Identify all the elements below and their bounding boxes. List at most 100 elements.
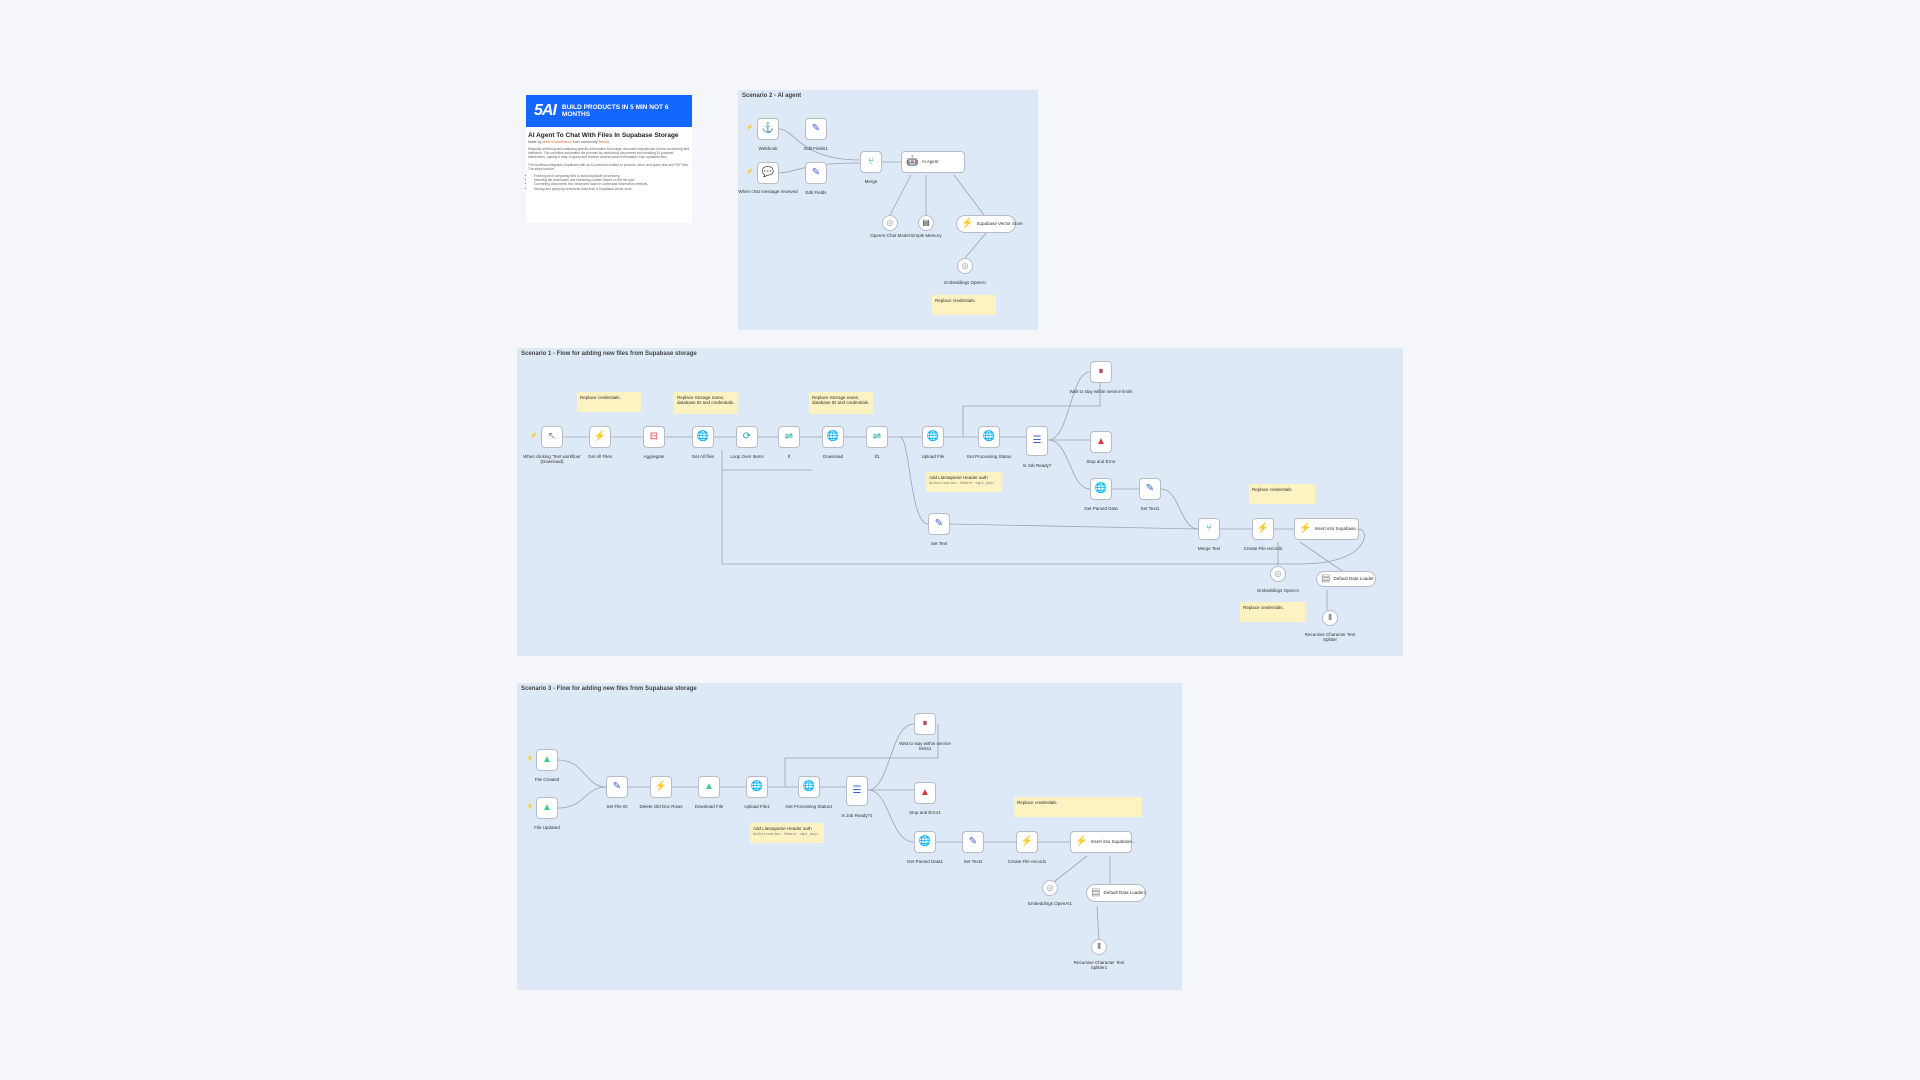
recursive-splitter-node[interactable]: ⫴ bbox=[1322, 610, 1338, 626]
get-parsed-data1-node[interactable]: 🌐 bbox=[914, 831, 936, 853]
scenario-2-frame[interactable]: Scenario 2 - AI agent bbox=[738, 90, 1038, 330]
set-file-id-node[interactable]: ✎ bbox=[606, 776, 628, 798]
sticky-note[interactable]: Replace credentials. bbox=[1014, 797, 1142, 817]
info-bullets: Fetching and comparing files to avoid du… bbox=[534, 174, 690, 191]
upload-file1-node[interactable]: 🌐 bbox=[746, 776, 768, 798]
edit-fields1-node[interactable]: ✎ bbox=[805, 118, 827, 140]
simple-memory-node[interactable]: ▤ bbox=[918, 215, 934, 231]
scenario-3-title: Scenario 3 - Flow for adding new files f… bbox=[521, 686, 697, 692]
merge-text-node[interactable]: ⑂ bbox=[1198, 518, 1220, 540]
info-paragraph-2: The workflow integrates Supabase with an… bbox=[528, 162, 689, 171]
chat-trigger-node[interactable]: 💬 bbox=[757, 162, 779, 184]
sticky-note[interactable]: Replace credentials. bbox=[1240, 602, 1306, 622]
author-link[interactable]: Mark Shcherbakov bbox=[542, 140, 572, 144]
wait-node[interactable]: ⏸ bbox=[1090, 361, 1112, 383]
delete-old-doc-rows-node[interactable]: ⚡ bbox=[650, 776, 672, 798]
recursive-splitter-label: Recursive Character Text Splitter bbox=[1304, 632, 1356, 642]
download-node[interactable]: 🌐 bbox=[822, 426, 844, 448]
create-file-record-node[interactable]: ⚡ bbox=[1252, 518, 1274, 540]
insert-supabase-label: Insert into Supabase... bbox=[1314, 525, 1360, 531]
globe-icon: 🌐 bbox=[750, 781, 764, 792]
file-updated-node[interactable]: ▲ bbox=[536, 797, 558, 819]
download-label: Download bbox=[822, 454, 843, 459]
insert-supabase1-label: Insert into Supabase... bbox=[1090, 838, 1136, 844]
sticky-note[interactable]: Replace credentials. bbox=[1249, 484, 1315, 504]
sticky-note[interactable]: Replace credentials. bbox=[932, 295, 996, 315]
loop-icon: ⟳ bbox=[742, 431, 752, 442]
wait1-node[interactable]: ⏸ bbox=[914, 713, 936, 735]
get-all-files-http-node[interactable]: 🌐 bbox=[692, 426, 714, 448]
loop-over-items-node[interactable]: ⟳ bbox=[736, 426, 758, 448]
default-data-loader1-label: Default Data Loader1 bbox=[1103, 889, 1147, 895]
webhook-icon: ⚓ bbox=[761, 123, 775, 134]
embeddings-openai-node[interactable]: ◎ bbox=[1270, 566, 1286, 582]
embeddings-openai1-node[interactable]: ◎ bbox=[1042, 880, 1058, 896]
supabase-vector-store-node[interactable]: ⚡Supabase Vector Store bbox=[956, 215, 1023, 233]
embeddings-openai-label: Embeddings OpenAI bbox=[944, 280, 986, 285]
get-all-files-node[interactable]: ⚡ bbox=[589, 426, 611, 448]
delete-old-doc-rows-label: Delete Old Doc Rows bbox=[639, 804, 683, 809]
set-text2-label: Set Text2 bbox=[963, 859, 983, 864]
insert-supabase-node[interactable]: ⚡Insert into Supabase... bbox=[1294, 518, 1359, 540]
aggregate-node[interactable]: ⊟ bbox=[643, 426, 665, 448]
ai-agent-node[interactable]: 🤖AI Agent bbox=[901, 151, 965, 173]
openai-icon: ◎ bbox=[886, 218, 894, 227]
download-file-node[interactable]: ▲ bbox=[698, 776, 720, 798]
sticky-note[interactable]: Replace Storage name, database ID and cr… bbox=[674, 392, 738, 414]
sticky-note[interactable]: Add Llamaparse Header auth Authorization… bbox=[750, 823, 824, 843]
byline-prefix: Made by bbox=[528, 140, 542, 144]
supabase-icon: ⚡ bbox=[1075, 836, 1088, 847]
set-text1-node[interactable]: ✎ bbox=[1139, 478, 1161, 500]
webhook-node[interactable]: ⚓ bbox=[757, 118, 779, 140]
is-job-ready1-label: Is Job Ready?1 bbox=[841, 813, 873, 818]
get-processing-status1-node[interactable]: 🌐 bbox=[798, 776, 820, 798]
aggregate-icon: ⊟ bbox=[649, 431, 659, 442]
edit-fields-node[interactable]: ✎ bbox=[805, 162, 827, 184]
scenario-2-title: Scenario 2 - AI agent bbox=[742, 93, 802, 99]
manual-trigger-node[interactable]: ↖ bbox=[541, 426, 563, 448]
upload-file-node[interactable]: 🌐 bbox=[922, 426, 944, 448]
is-job-ready1-node[interactable]: ☰ bbox=[846, 776, 868, 806]
stop-and-error1-node[interactable]: ▲ bbox=[914, 782, 936, 804]
merge-node[interactable]: ⑂ bbox=[860, 151, 882, 173]
supabase-icon: ⚡ bbox=[1256, 523, 1270, 534]
info-byline: Made by Mark Shcherbakov from community … bbox=[528, 140, 690, 144]
sticky-note[interactable]: Add Llamaparse Header auth Authorization… bbox=[926, 472, 1002, 492]
merge-text-label: Merge Text bbox=[1197, 546, 1221, 551]
brand-logo: 5AI bbox=[534, 102, 557, 119]
chat-bubble-icon: 💬 bbox=[761, 167, 775, 178]
community-link[interactable]: 5minAI bbox=[598, 140, 610, 144]
edit-fields1-label: Edit Fields1 bbox=[804, 146, 828, 151]
default-data-loader1-node[interactable]: ▤Default Data Loader1 bbox=[1086, 884, 1146, 902]
file-created-node[interactable]: ▲ bbox=[536, 749, 558, 771]
set-text-node[interactable]: ✎ bbox=[928, 513, 950, 535]
info-paragraph-1: Manually retrieving and analyzing specif… bbox=[528, 147, 690, 160]
set-text2-node[interactable]: ✎ bbox=[962, 831, 984, 853]
create-file-record1-node[interactable]: ⚡ bbox=[1016, 831, 1038, 853]
wait1-label: Wait to stay within service limits1 bbox=[899, 741, 951, 751]
document-icon: ▤ bbox=[1091, 887, 1101, 898]
get-parsed-data-node[interactable]: 🌐 bbox=[1090, 478, 1112, 500]
if1-node[interactable]: ⇌ bbox=[866, 426, 888, 448]
openai-chat-model-node[interactable]: ◎ bbox=[882, 215, 898, 231]
info-bullet: Converting documents into vectorized dat… bbox=[534, 182, 690, 186]
if-node[interactable]: ⇌ bbox=[778, 426, 800, 448]
scenario-3-frame[interactable]: Scenario 3 - Flow for adding new files f… bbox=[517, 683, 1182, 990]
sticky-code: Authorization: Bearer <api_key> bbox=[929, 482, 995, 486]
stop-and-error-node[interactable]: ▲ bbox=[1090, 431, 1112, 453]
embeddings-openai1-label: Embeddings OpenAI1 bbox=[1027, 901, 1073, 906]
pencil-icon: ✎ bbox=[968, 836, 978, 847]
sticky-note[interactable]: Replace Storage name, database ID and cr… bbox=[809, 392, 873, 414]
pencil-icon: ✎ bbox=[612, 781, 622, 792]
set-file-id-label: Set File ID bbox=[606, 804, 628, 809]
insert-supabase1-node[interactable]: ⚡Insert into Supabase... bbox=[1070, 831, 1136, 853]
recursive-splitter1-node[interactable]: ⫴ bbox=[1091, 939, 1107, 955]
get-processing-status-node[interactable]: 🌐 bbox=[978, 426, 1000, 448]
sticky-note[interactable]: Replace credentials. bbox=[577, 392, 641, 412]
embeddings-openai-node[interactable]: ◎ bbox=[957, 258, 973, 274]
is-job-ready-node[interactable]: ☰ bbox=[1026, 426, 1048, 456]
info-bullet: Fetching and comparing files to avoid du… bbox=[534, 174, 690, 178]
default-data-loader-node[interactable]: ▤Default Data Loader bbox=[1316, 571, 1376, 587]
